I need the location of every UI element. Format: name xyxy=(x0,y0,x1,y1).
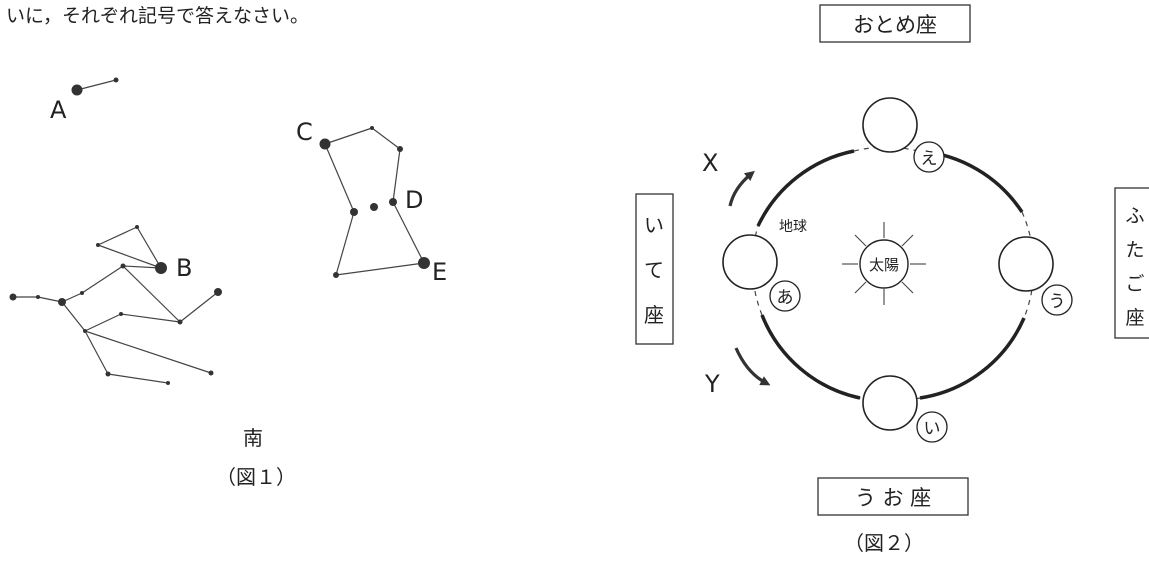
direction-south: 南 xyxy=(243,426,263,450)
svg-text:い: い xyxy=(924,419,941,439)
earth-position-bottom xyxy=(862,375,918,431)
sun: 太陽 xyxy=(842,222,926,305)
position-label-e: え xyxy=(913,141,945,173)
svg-text:座: 座 xyxy=(1125,307,1144,329)
svg-text:う お 座: う お 座 xyxy=(855,486,931,510)
box-gemini: ふ た ご 座 xyxy=(1114,187,1149,339)
label-d: D xyxy=(405,186,423,214)
star-c xyxy=(319,138,331,150)
figure-1-caption: （図１） xyxy=(216,465,296,489)
position-label-i: い xyxy=(916,411,948,443)
svg-text:て: て xyxy=(644,258,664,282)
box-virgo: おとめ座 xyxy=(819,4,971,43)
figure-1-star-chart xyxy=(13,79,425,384)
svg-text:ふ: ふ xyxy=(1125,205,1144,227)
star-e xyxy=(418,257,430,269)
svg-text:え: え xyxy=(921,149,938,169)
label-b: B xyxy=(176,254,192,282)
svg-text:X: X xyxy=(702,149,718,177)
arrow-y: Y xyxy=(704,347,771,398)
position-label-u: う xyxy=(1041,284,1073,316)
star-b xyxy=(155,262,167,274)
figure-2-caption: （図２） xyxy=(844,531,924,555)
earth-label: 地球 xyxy=(779,219,807,235)
svg-text:た: た xyxy=(1125,239,1144,261)
label-a: A xyxy=(50,96,67,124)
svg-text:ご: ご xyxy=(1125,273,1144,295)
earth-position-right xyxy=(998,236,1054,292)
label-e: E xyxy=(432,258,447,286)
label-c: C xyxy=(296,118,313,146)
box-sagittarius: い て 座 xyxy=(635,193,674,345)
earth-position-top xyxy=(862,97,918,153)
figure-1-stars xyxy=(9,77,430,385)
svg-text:う: う xyxy=(1049,292,1066,312)
earth-position-left xyxy=(722,234,778,290)
svg-text:Y: Y xyxy=(704,370,720,398)
svg-text:おとめ座: おとめ座 xyxy=(853,13,937,37)
svg-text:あ: あ xyxy=(777,288,794,308)
star-d xyxy=(389,198,397,206)
instruction-text: いに，それぞれ記号で答えなさい。 xyxy=(6,5,309,27)
sun-label: 太陽 xyxy=(869,256,899,274)
svg-text:い: い xyxy=(644,213,664,237)
svg-text:座: 座 xyxy=(644,303,664,327)
arrow-x: X xyxy=(702,149,755,207)
position-label-a: あ xyxy=(769,280,801,312)
star-a xyxy=(71,84,83,96)
box-pisces: う お 座 xyxy=(817,477,969,516)
